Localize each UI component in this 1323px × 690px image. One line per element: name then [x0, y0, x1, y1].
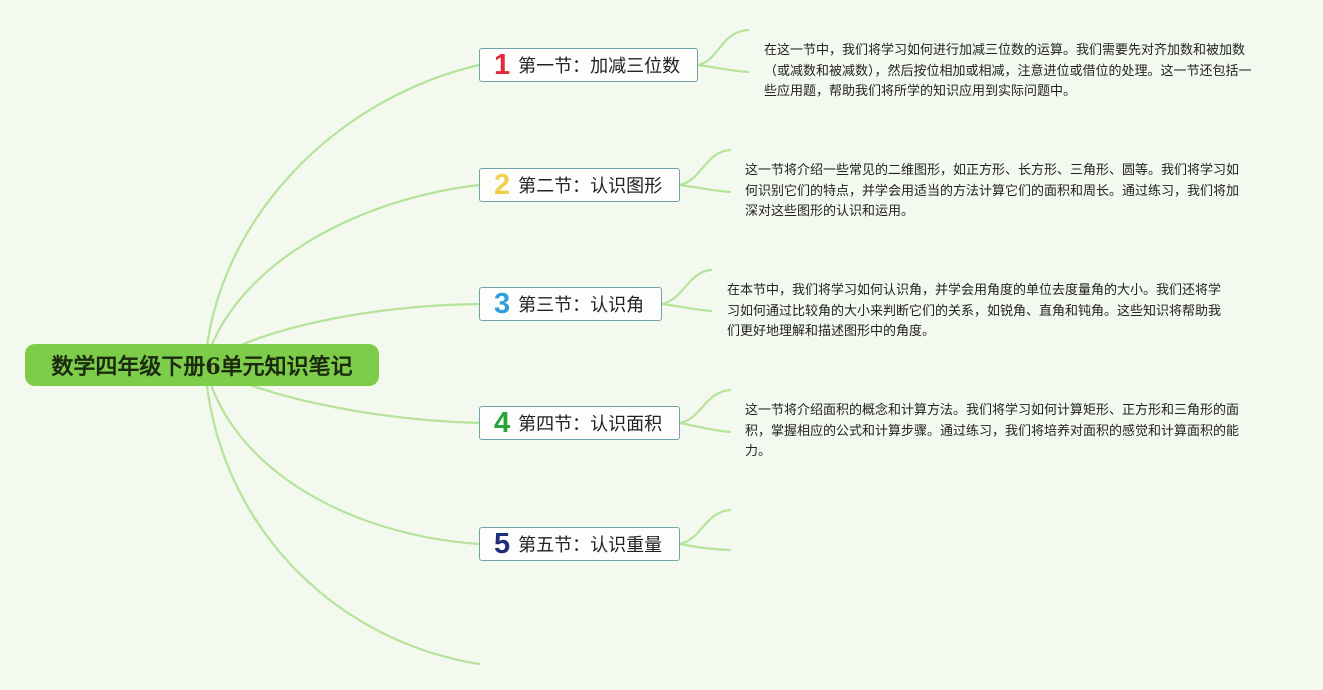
- section-label: 第五节：认识重量: [518, 535, 663, 556]
- section-description-3: 在本节中，我们将学习如何认识角，并学会用角度的单位去度量角的大小。我们还将学习如…: [727, 283, 1222, 339]
- brace-1: [696, 28, 750, 67]
- branch-line-5: [203, 363, 481, 546]
- brace-2: [678, 148, 732, 187]
- branch-line-1: [203, 63, 481, 367]
- brace-3b: [660, 302, 713, 313]
- brace-3: [660, 268, 713, 306]
- section-label: 第一节：加减三位数: [518, 56, 681, 77]
- section-label: 第三节：认识角: [518, 295, 645, 316]
- brace-4: [678, 388, 732, 425]
- section-description-2: 这一节将介绍一些常见的二维图形，如正方形、长方形、三角形、圆等。我们将学习如何识…: [745, 163, 1240, 219]
- brace-1b: [696, 63, 750, 74]
- brace-5: [678, 508, 732, 546]
- section-node-5[interactable]: 5 第五节：认识重量: [479, 527, 680, 561]
- brace-2b: [678, 183, 732, 194]
- brace-4b: [678, 421, 732, 434]
- section-description-4: 这一节将介绍面积的概念和计算方法。我们将学习如何计算矩形、正方形和三角形的面积，…: [745, 403, 1240, 459]
- number-3-icon: 3: [494, 287, 511, 320]
- branch-line-2: [203, 183, 481, 367]
- section-node-4[interactable]: 4 第四节：认识面积: [479, 406, 680, 440]
- number-4-icon: 4: [494, 406, 511, 439]
- section-node-1[interactable]: 1 第一节：加减三位数: [479, 48, 698, 82]
- root-topic[interactable]: 数学四年级下册6单元知识笔记: [25, 344, 379, 386]
- number-2-icon: 2: [494, 168, 511, 201]
- brace-5b: [678, 542, 732, 552]
- number-5-icon: 5: [494, 527, 511, 560]
- section-node-2[interactable]: 2 第二节：认识图形: [479, 168, 680, 202]
- branch-line-6: [203, 363, 481, 666]
- section-description-1: 在这一节中，我们将学习如何进行加减三位数的运算。我们需要先对齐加数和被加数（或减…: [764, 43, 1252, 99]
- number-1-icon: 1: [494, 48, 511, 81]
- section-label: 第二节：认识图形: [518, 176, 663, 197]
- section-node-3[interactable]: 3 第三节：认识角: [479, 287, 662, 321]
- section-label: 第四节：认识面积: [518, 414, 663, 435]
